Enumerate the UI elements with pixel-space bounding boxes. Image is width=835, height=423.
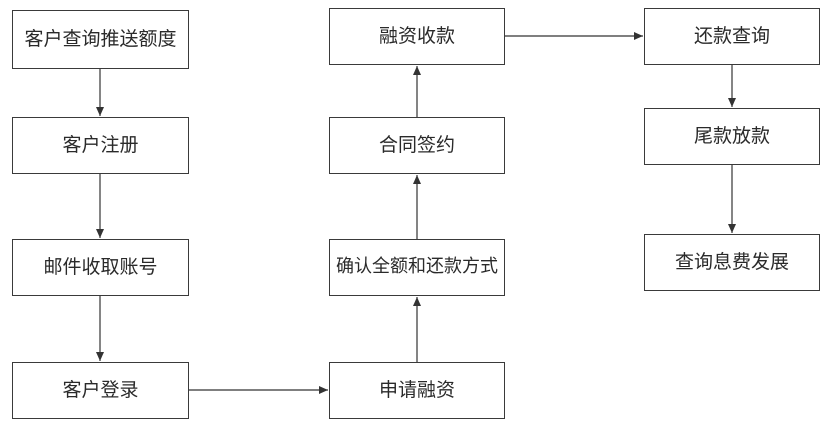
node-label: 融资收款 [378,24,455,47]
node-confirm-amount-repayment: 确认全额和还款方式 [329,239,505,296]
node-register: 客户注册 [12,117,189,174]
node-label: 申请融资 [378,378,455,401]
node-financing-collection: 融资收款 [329,8,505,65]
node-final-disbursement: 尾款放款 [644,108,820,165]
node-apply-financing: 申请融资 [329,362,505,419]
node-label: 尾款放款 [693,124,770,147]
node-label: 确认全额和还款方式 [336,256,498,278]
node-login: 客户登录 [12,362,189,419]
node-label: 邮件收取账号 [43,255,158,278]
node-query-fee-status: 查询息费发展 [644,234,820,291]
node-label: 客户查询推送额度 [24,27,177,50]
node-label: 还款查询 [693,24,770,47]
node-label: 查询息费发展 [674,250,789,273]
node-label: 合同签约 [378,133,455,156]
node-label: 客户登录 [62,378,139,401]
node-email-account: 邮件收取账号 [12,239,189,296]
node-repayment-query: 还款查询 [644,8,820,65]
node-label: 客户注册 [62,133,139,156]
node-push-quota: 客户查询推送额度 [12,10,189,69]
node-sign-contract: 合同签约 [329,117,505,174]
